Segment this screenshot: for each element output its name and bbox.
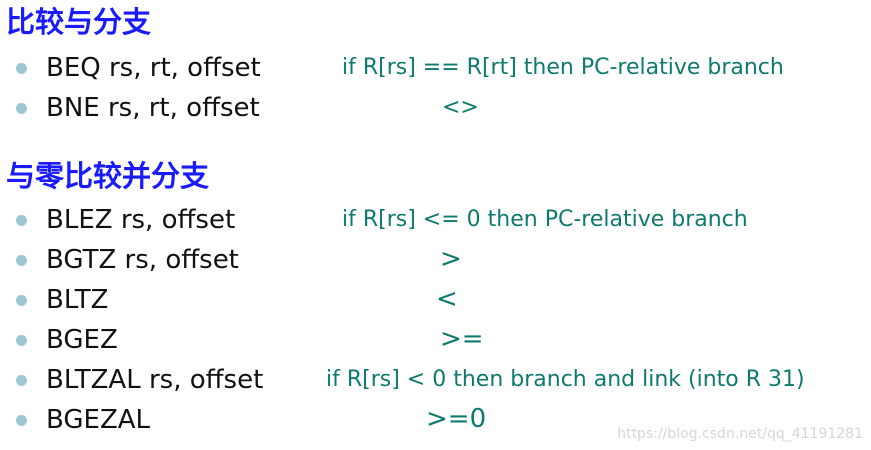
bullet-icon — [16, 215, 27, 226]
bullet-icon — [16, 375, 27, 386]
instruction-text: BGEZ — [46, 325, 118, 355]
instruction-description: if R[rs] <= 0 then PC-relative branch — [342, 207, 748, 232]
instruction-text: BNE rs, rt, offset — [46, 93, 260, 123]
instruction-description: > — [440, 244, 462, 274]
instruction-description: < — [436, 284, 458, 314]
bullet-icon — [16, 415, 27, 426]
list-item-bltz: BLTZ < — [0, 282, 871, 318]
instruction-description: <> — [442, 95, 479, 120]
watermark: https://blog.csdn.net/qq_41191281 — [617, 426, 863, 442]
instruction-text: BEQ rs, rt, offset — [46, 53, 261, 83]
instruction-description: if R[rs] == R[rt] then PC-relative branc… — [342, 55, 784, 80]
list-item-bgez: BGEZ >= — [0, 322, 871, 358]
list-item-beq: BEQ rs, rt, offset if R[rs] == R[rt] the… — [0, 50, 871, 86]
bullet-icon — [16, 295, 27, 306]
section-heading-compare-branch: 比较与分支 — [6, 5, 152, 39]
instruction-description: >=0 — [426, 404, 487, 434]
bullet-icon — [16, 63, 27, 74]
bullet-icon — [16, 335, 27, 346]
instruction-description: >= — [440, 324, 484, 354]
instruction-description: if R[rs] < 0 then branch and link (into … — [326, 367, 805, 392]
instruction-text: BGEZAL — [46, 405, 151, 435]
section-heading-compare-zero-branch: 与零比较并分支 — [6, 159, 210, 193]
bullet-icon — [16, 255, 27, 266]
instruction-text: BLTZ — [46, 285, 109, 315]
bullet-icon — [16, 103, 27, 114]
list-item-blez: BLEZ rs, offset if R[rs] <= 0 then PC-re… — [0, 202, 871, 238]
instruction-text: BLEZ rs, offset — [46, 205, 236, 235]
instruction-text: BLTZAL rs, offset — [46, 365, 264, 395]
list-item-bgezal: BGEZAL >=0 — [0, 402, 871, 438]
list-item-bgtz: BGTZ rs, offset > — [0, 242, 871, 278]
list-item-bltzal: BLTZAL rs, offset if R[rs] < 0 then bran… — [0, 362, 871, 398]
list-item-bne: BNE rs, rt, offset <> — [0, 90, 871, 126]
instruction-text: BGTZ rs, offset — [46, 245, 239, 275]
